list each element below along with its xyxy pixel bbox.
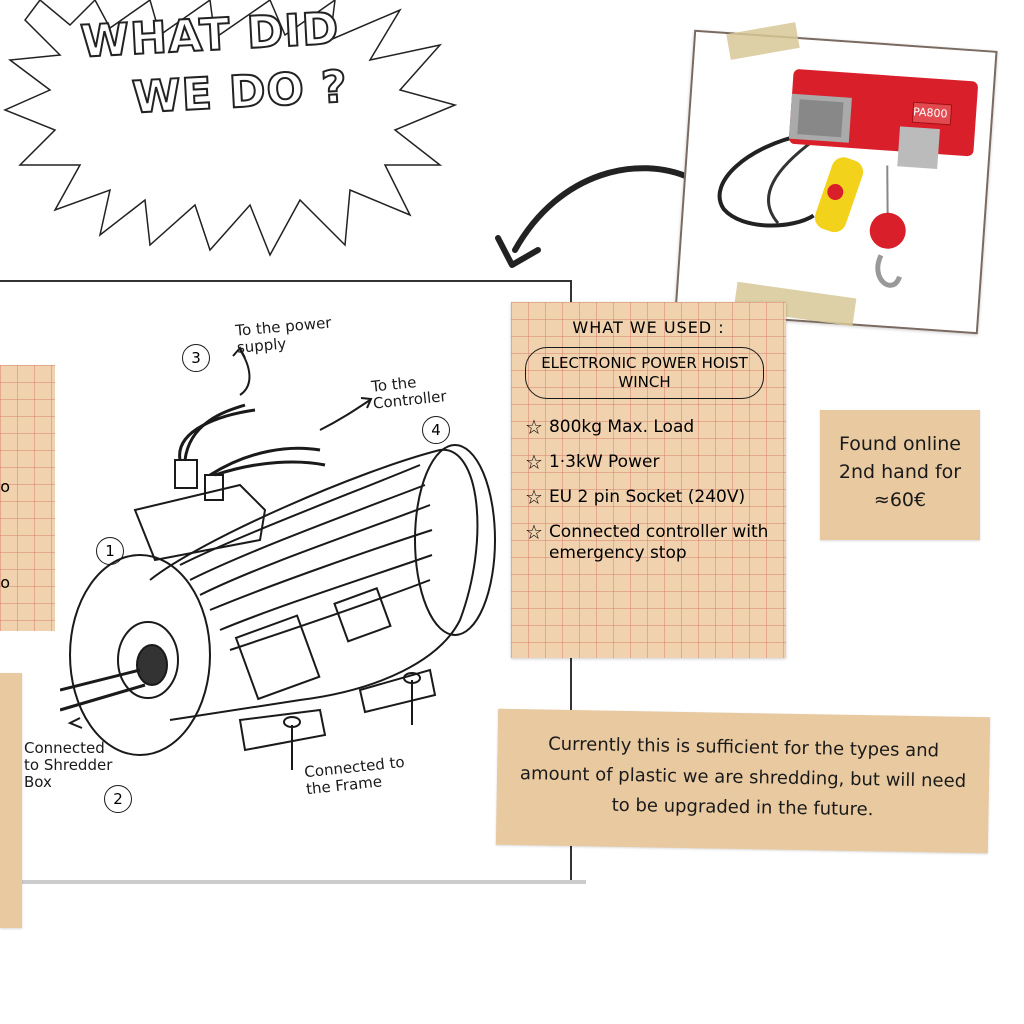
star-icon: ☆ <box>525 450 543 474</box>
hoist-photo: PA800 <box>674 29 998 335</box>
heading: WHAT DID WE DO ? <box>60 2 360 124</box>
price-text: Found online 2nd hand for ≈60€ <box>838 433 962 511</box>
spec-text: 1·3kW Power <box>548 452 660 472</box>
curved-arrow-icon <box>495 165 693 268</box>
brand-label: PA800 <box>912 105 948 121</box>
heading-line2: WE DO ? <box>130 60 350 124</box>
hoist-image <box>717 69 978 288</box>
label-shredder: Connected to Shredder Box <box>24 739 113 791</box>
motor-sketch <box>60 403 496 770</box>
spec-item: ☆ Connected controller with emergency st… <box>525 522 772 564</box>
number-1: 1 <box>96 537 124 565</box>
partial-fragment-1: o <box>0 477 10 496</box>
spec-item: ☆ 1·3kW Power <box>525 452 772 473</box>
item-name: ELECTRONIC POWER HOIST WINCH <box>541 354 748 391</box>
used-note: WHAT WE USED : ELECTRONIC POWER HOIST WI… <box>511 302 786 658</box>
star-icon: ☆ <box>525 485 543 509</box>
spec-item: ☆ 800kg Max. Load <box>525 417 772 438</box>
diagram-card-shadow <box>20 880 586 884</box>
used-note-title: WHAT WE USED : <box>572 318 725 337</box>
partial-note-top: o o <box>0 365 55 631</box>
price-note: Found online 2nd hand for ≈60€ <box>820 410 980 540</box>
spec-text: 800kg Max. Load <box>548 417 695 437</box>
spec-text: Connected controller with emergency stop <box>548 522 769 563</box>
burst-bubble <box>3 0 458 257</box>
label-arrows <box>232 346 373 431</box>
partial-fragment-2: o <box>0 573 10 592</box>
star-icon: ☆ <box>525 520 543 544</box>
spec-text: EU 2 pin Socket (240V) <box>548 487 746 507</box>
spec-item: ☆ EU 2 pin Socket (240V) <box>525 487 772 508</box>
summary-text: Currently this is sufficient for the typ… <box>519 733 967 821</box>
number-4: 4 <box>422 416 450 444</box>
heading-line1: WHAT DID <box>78 2 341 68</box>
number-2: 2 <box>104 785 132 813</box>
star-icon: ☆ <box>525 415 543 439</box>
item-name-cloud: ELECTRONIC POWER HOIST WINCH <box>525 347 764 399</box>
number-3: 3 <box>182 344 210 372</box>
partial-note-bottom <box>0 673 22 928</box>
summary-note: Currently this is sufficient for the typ… <box>495 708 991 854</box>
